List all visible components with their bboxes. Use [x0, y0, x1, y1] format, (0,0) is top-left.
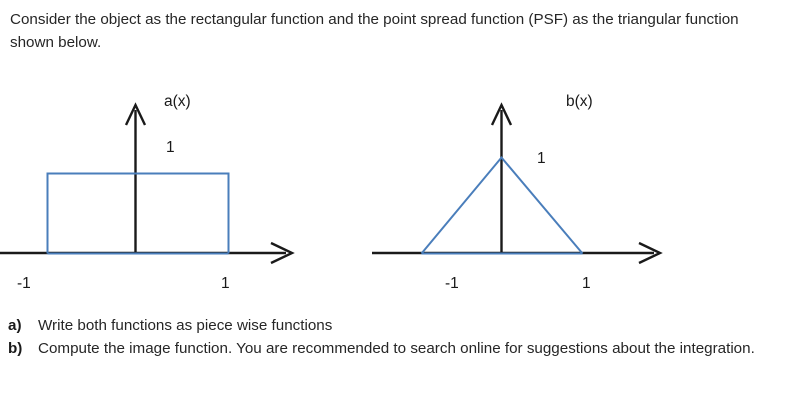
triangle-chart-height-label: 1 [537, 150, 546, 167]
triangle-chart-function-label: b(x) [566, 93, 593, 110]
rect-chart-x-axis-arrowhead [270, 241, 295, 265]
question-a-text: Write both functions as piece wise funct… [38, 317, 333, 334]
question-item-b: b) Compute the image function. You are r… [8, 337, 783, 360]
triangle-chart-xtick-one: 1 [582, 275, 591, 292]
question-item-a: a) Write both functions as piece wise fu… [8, 314, 783, 337]
rect-chart-xtick-minus-one: -1 [17, 275, 31, 292]
prompt-paragraph: Consider the object as the rectangular f… [10, 11, 739, 51]
rect-chart-y-axis-arrowhead [124, 102, 147, 126]
questions-list: a) Write both functions as piece wise fu… [8, 314, 783, 360]
triangle-chart-x-axis-arrowhead [638, 241, 663, 265]
rect-function-curve [46, 172, 230, 254]
triangle-chart-xtick-minus-one: -1 [445, 275, 459, 292]
rect-chart-xtick-one: 1 [221, 275, 230, 292]
rect-chart-function-label: a(x) [164, 93, 191, 110]
triangle-chart: b(x) 1 -1 1 [372, 93, 663, 292]
rect-chart-height-label: 1 [166, 139, 175, 156]
triangle-function-curve [420, 155, 584, 255]
question-b-marker: b) [8, 340, 23, 357]
question-a-marker: a) [8, 317, 22, 334]
rect-chart: a(x) 1 -1 1 [0, 93, 295, 292]
question-b-text: Compute the image function. You are reco… [38, 340, 755, 357]
triangle-chart-y-axis-arrowhead [490, 102, 513, 126]
